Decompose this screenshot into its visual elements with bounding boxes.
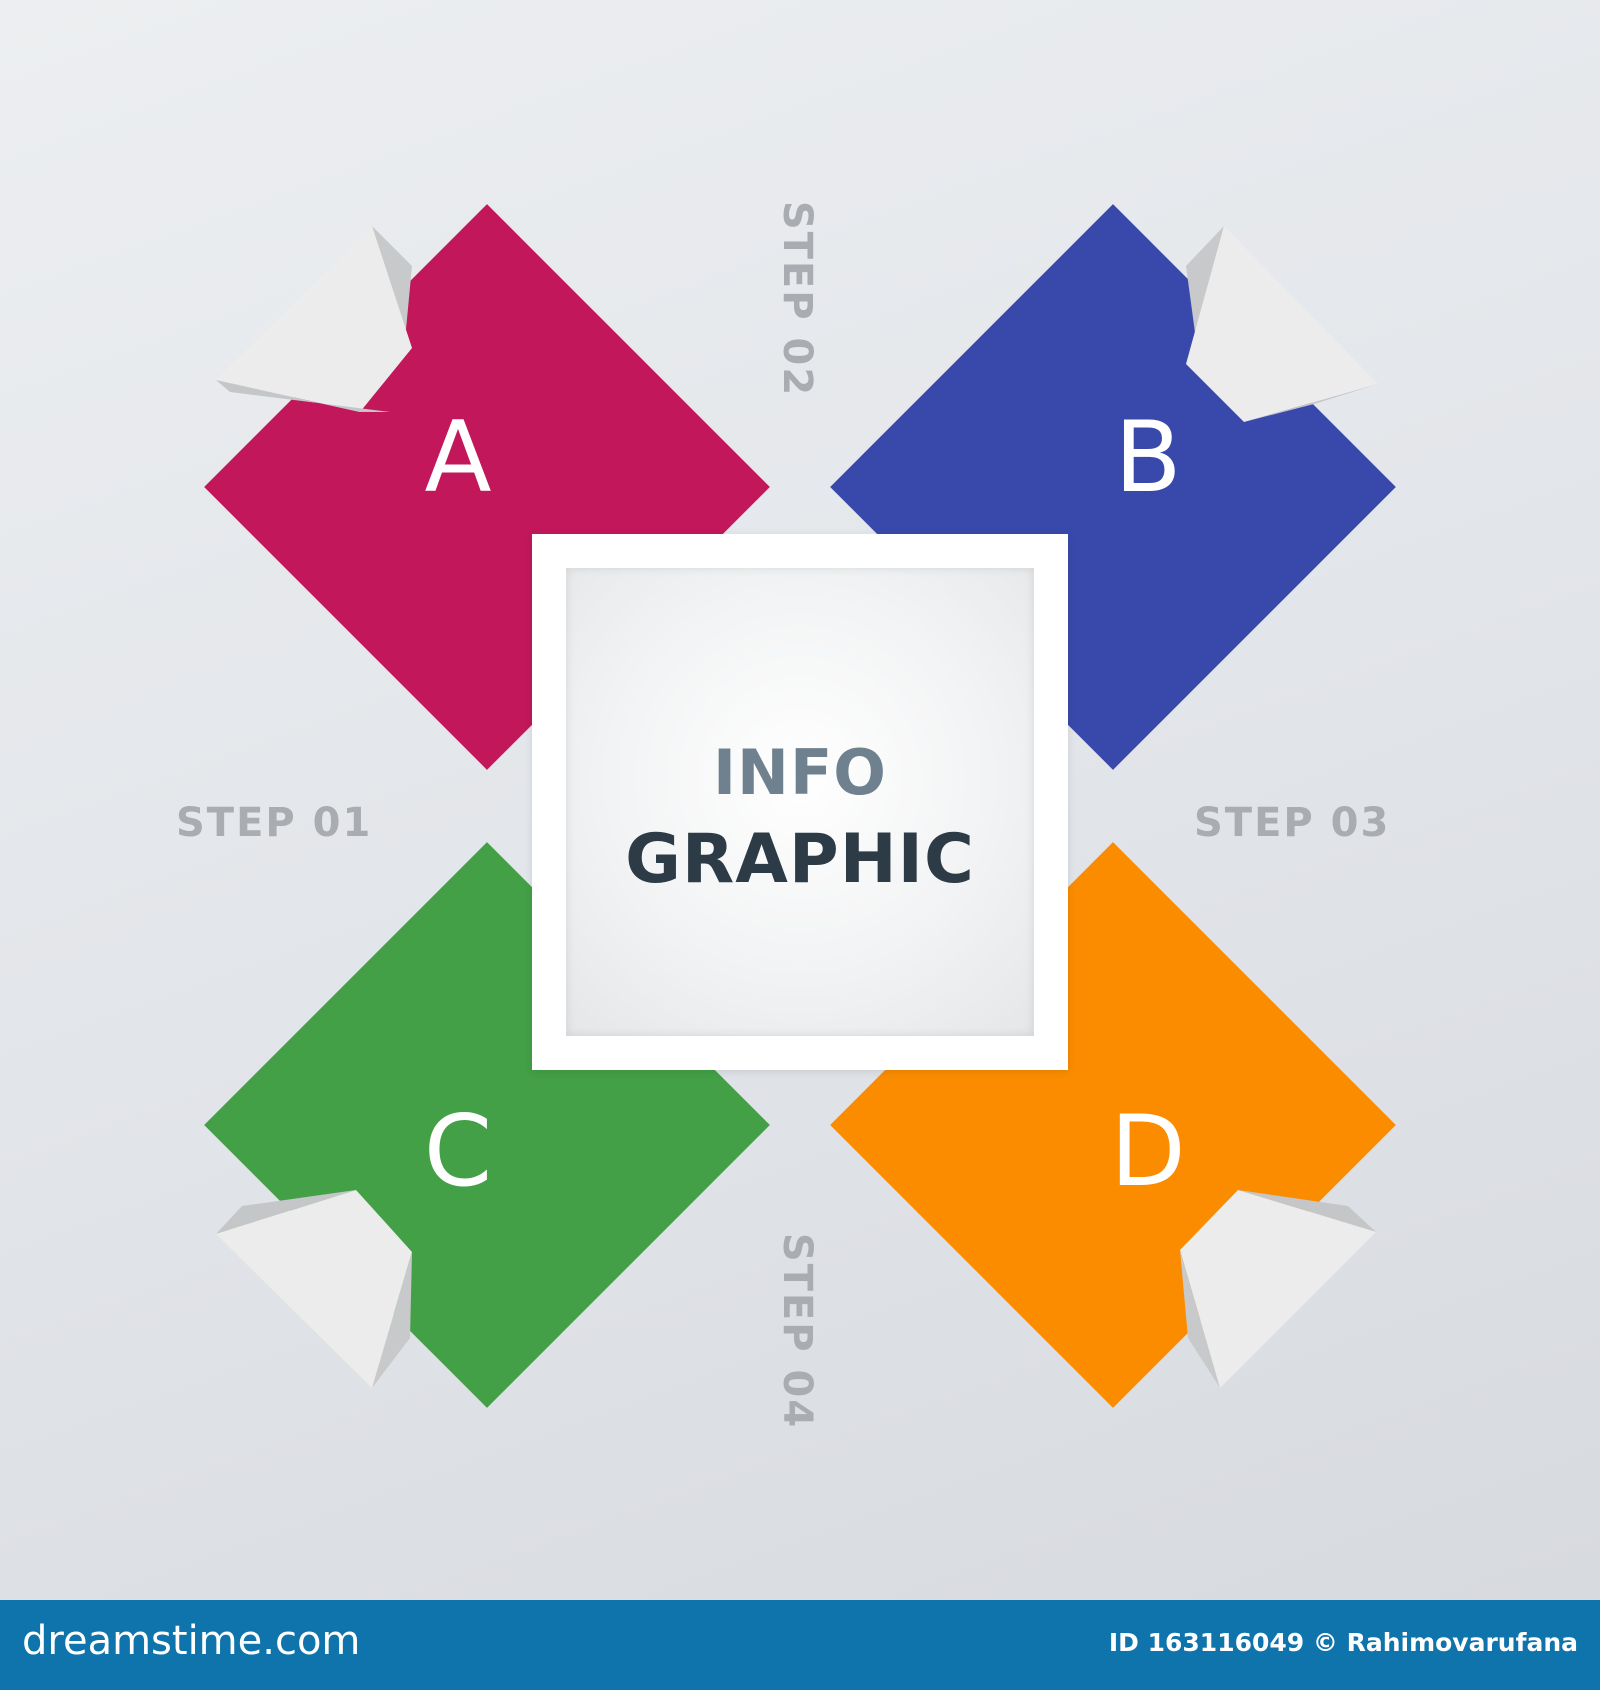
tile-b-letter: B bbox=[1114, 401, 1182, 515]
center-panel: INFO GRAPHIC bbox=[532, 534, 1068, 1070]
center-panel-inner: INFO GRAPHIC bbox=[566, 568, 1034, 1036]
fold-a-icon bbox=[216, 226, 412, 412]
center-title-graphic: GRAPHIC bbox=[625, 820, 975, 899]
footer-bar: dreamstime.com ID 163116049 © Rahimovaru… bbox=[0, 1600, 1600, 1690]
footer-credit: ID 163116049 © Rahimovarufana bbox=[1108, 1628, 1578, 1657]
tile-a-letter: A bbox=[424, 401, 492, 515]
infographic-diagram: A B C D INFO GRAPHIC STEP 01 STEP 03 STE… bbox=[176, 200, 1396, 1430]
step-01-label: STEP 01 bbox=[176, 800, 373, 846]
step-04-label: STEP 04 bbox=[774, 1232, 820, 1430]
footer-logo[interactable]: dreamstime.com bbox=[22, 1618, 361, 1664]
fold-d-icon bbox=[1180, 1190, 1376, 1388]
tile-d-letter: D bbox=[1110, 1095, 1186, 1209]
step-02-label: STEP 02 bbox=[774, 200, 820, 398]
folded-corners bbox=[216, 226, 1378, 1388]
fold-b-icon bbox=[1186, 226, 1378, 422]
center-title-info: INFO bbox=[712, 736, 887, 809]
fold-c-icon bbox=[216, 1190, 412, 1388]
tile-c-letter: C bbox=[423, 1095, 493, 1209]
step-03-label: STEP 03 bbox=[1194, 800, 1391, 846]
